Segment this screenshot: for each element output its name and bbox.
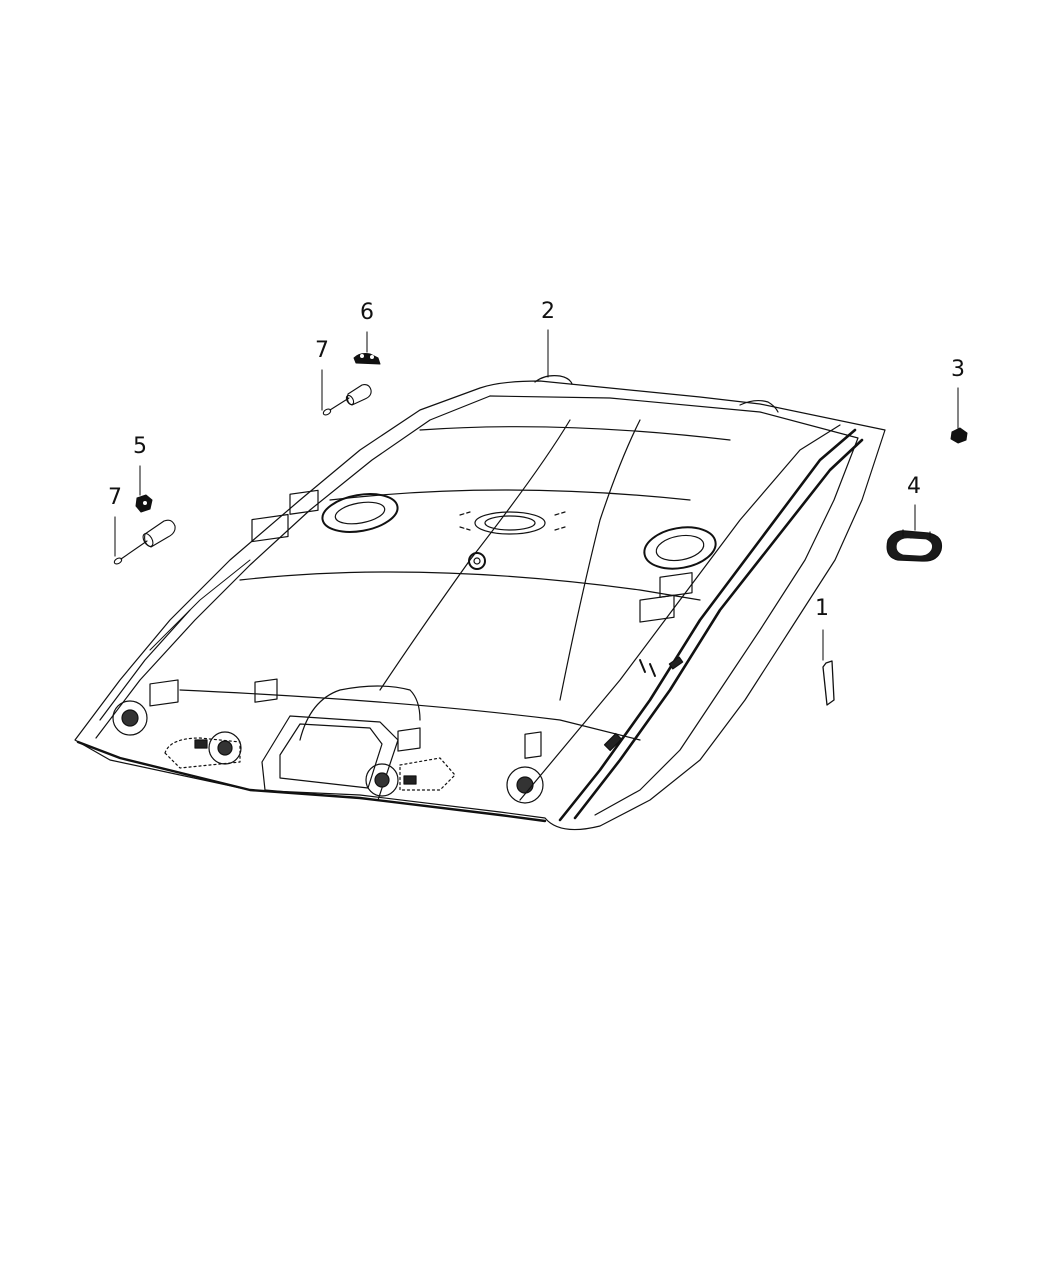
- callout-7-upper: 7: [315, 338, 329, 363]
- leader-lines: [114, 329, 959, 661]
- callout-3: 3: [951, 357, 965, 382]
- part-7-bulb-icon-upper: [322, 384, 372, 416]
- part-4-bezel-icon: [886, 529, 943, 562]
- callout-4: 4: [907, 474, 921, 499]
- callout-6: 6: [360, 300, 374, 325]
- part-3-clip-icon: [950, 427, 968, 444]
- callout-1: 1: [815, 596, 829, 621]
- callout-7-lower: 7: [108, 485, 122, 510]
- callout-5: 5: [133, 434, 147, 459]
- part-1-label-icon: [822, 660, 835, 706]
- part-6-retainer-icon: [353, 353, 381, 365]
- part-5-retainer-icon: [135, 494, 153, 513]
- part-2-headliner-icon: [74, 375, 886, 831]
- callout-2: 2: [541, 299, 555, 324]
- part-7-bulb-icon-lower: [113, 519, 176, 565]
